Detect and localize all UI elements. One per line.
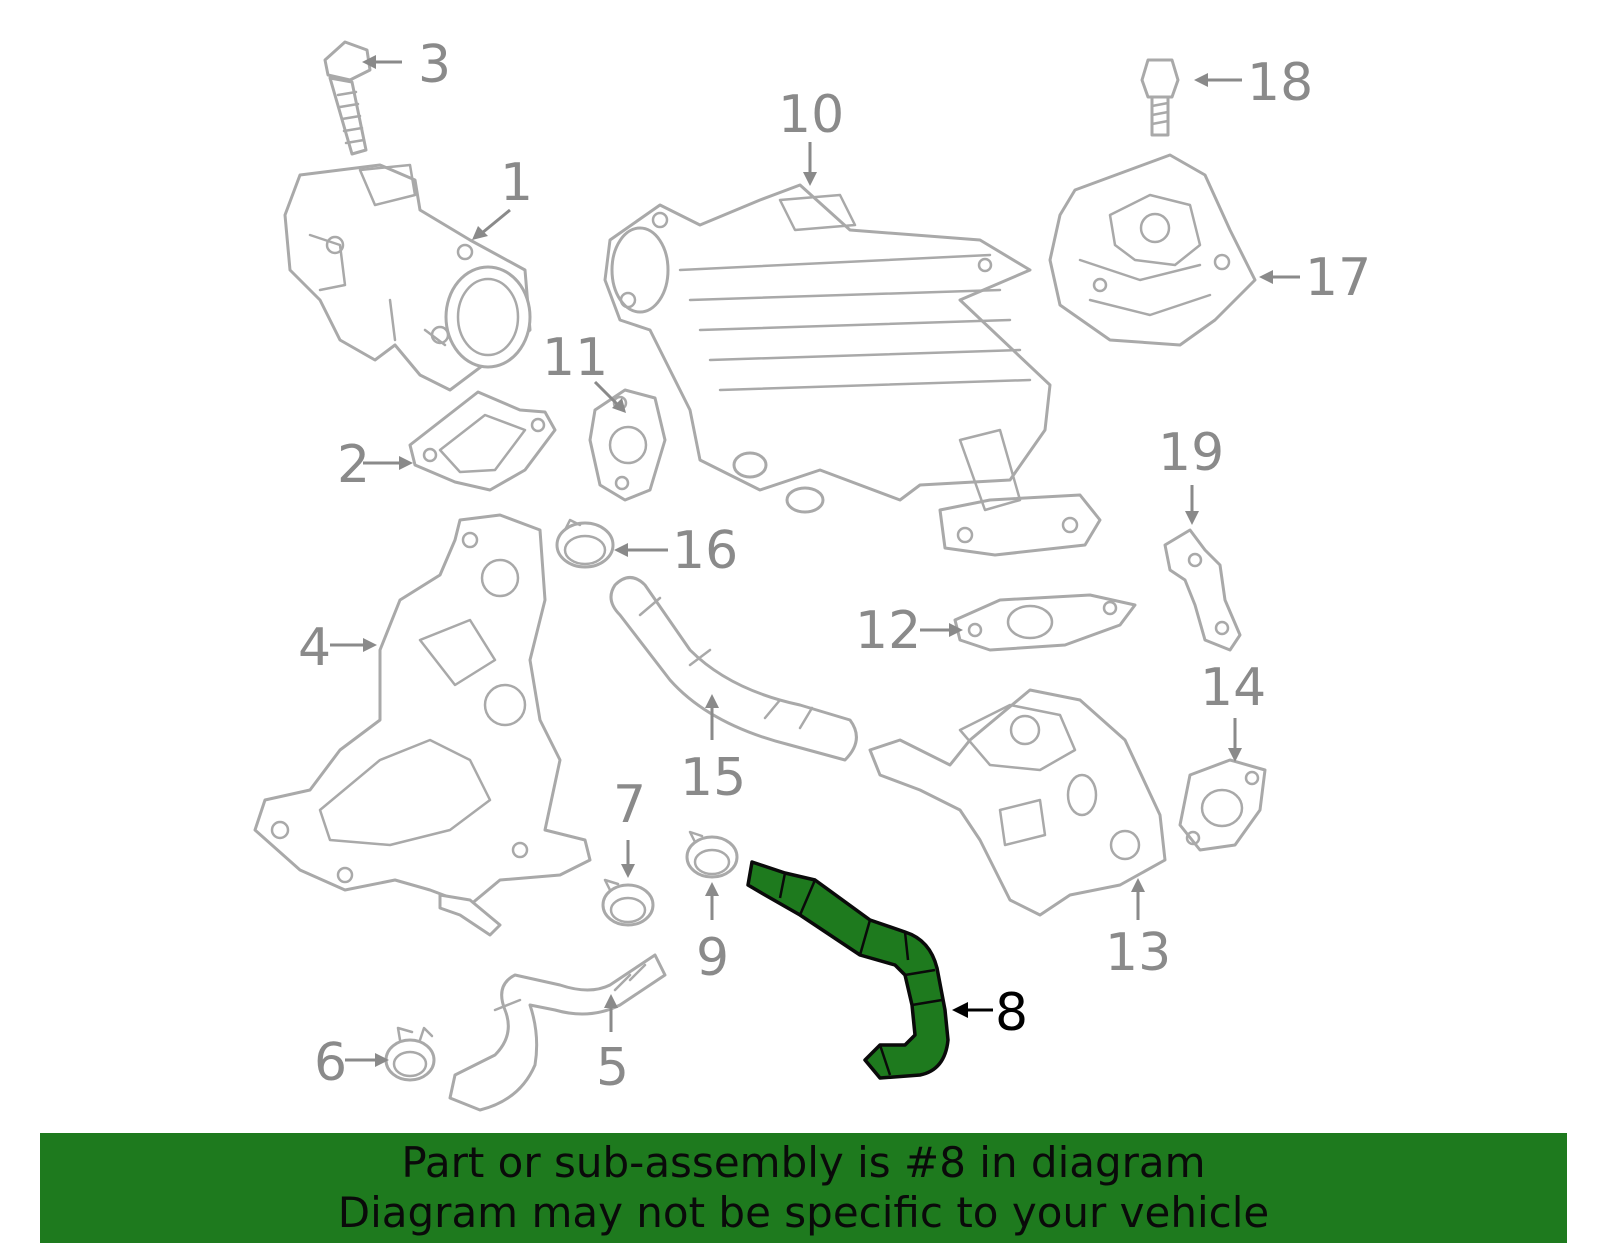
info-banner: Part or sub-assembly is #8 in diagram Di… <box>40 1133 1567 1243</box>
callout-19[interactable]: 19 <box>1158 423 1224 483</box>
part-1-egr-valve[interactable] <box>283 163 532 392</box>
callout-13[interactable]: 13 <box>1105 923 1171 983</box>
part-8-hose-highlighted[interactable] <box>746 860 950 1080</box>
callout-11[interactable]: 11 <box>542 328 608 388</box>
callout-2[interactable]: 2 <box>337 435 370 495</box>
banner-line-1: Part or sub-assembly is #8 in diagram <box>401 1138 1206 1187</box>
callout-4[interactable]: 4 <box>298 618 331 678</box>
callout-16[interactable]: 16 <box>672 521 738 581</box>
callout-17[interactable]: 17 <box>1305 248 1371 308</box>
banner-line-2: Diagram may not be specific to your vehi… <box>337 1188 1270 1237</box>
part-11-gasket[interactable] <box>588 388 667 502</box>
part-7-clamp[interactable] <box>601 878 655 927</box>
part-18-bolt[interactable] <box>1140 58 1180 137</box>
callout-18[interactable]: 18 <box>1247 53 1313 113</box>
part-13-water-outlet[interactable] <box>868 688 1167 917</box>
part-3-bolt[interactable] <box>323 40 372 156</box>
callout-leaders <box>330 55 1300 1067</box>
part-14-gasket[interactable] <box>1178 758 1267 852</box>
part-19-sensor-bracket[interactable] <box>1163 528 1242 652</box>
callout-15[interactable]: 15 <box>680 748 746 808</box>
part-5-hose[interactable] <box>448 953 667 1112</box>
part-17-housing[interactable] <box>1048 153 1257 347</box>
part-6-clamp[interactable] <box>384 1026 436 1082</box>
callout-6[interactable]: 6 <box>314 1033 347 1093</box>
callout-labels: 3 1 2 4 5 6 7 9 10 11 12 13 14 15 16 17 … <box>298 35 1371 1098</box>
callout-12[interactable]: 12 <box>855 601 921 661</box>
part-9-clamp[interactable] <box>685 830 739 879</box>
callout-10[interactable]: 10 <box>778 85 844 145</box>
part-10-egr-cooler[interactable] <box>603 183 1102 557</box>
part-2-gasket[interactable] <box>408 390 557 492</box>
callout-8[interactable]: 8 <box>995 983 1028 1043</box>
callout-1[interactable]: 1 <box>500 153 533 213</box>
callout-14[interactable]: 14 <box>1200 658 1266 718</box>
part-16-clamp[interactable] <box>555 518 615 569</box>
callout-7[interactable]: 7 <box>613 775 646 835</box>
part-4-thermostat-housing[interactable] <box>253 513 592 937</box>
callout-5[interactable]: 5 <box>596 1038 629 1098</box>
part-12-gasket[interactable] <box>953 593 1137 652</box>
callout-3[interactable]: 3 <box>418 35 451 95</box>
callout-9[interactable]: 9 <box>696 928 729 988</box>
part-15-hose[interactable] <box>609 576 858 762</box>
